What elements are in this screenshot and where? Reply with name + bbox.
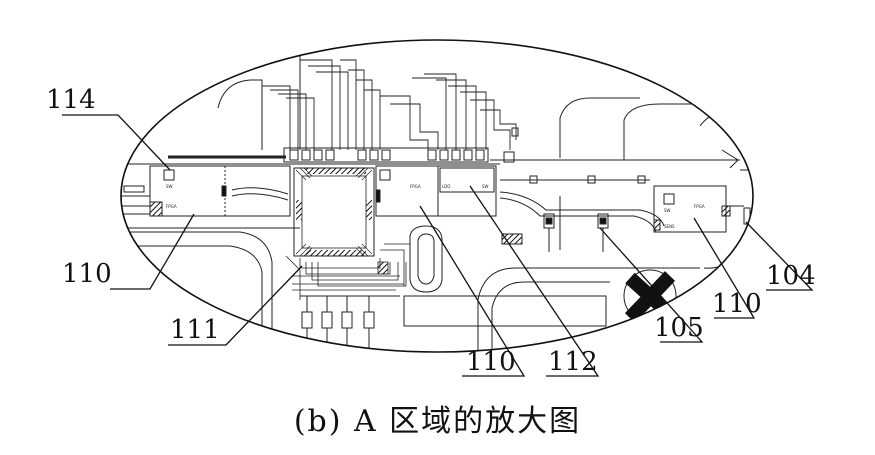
outline-top-left-lobe — [217, 79, 263, 150]
callout-110-left: 110 — [62, 259, 112, 289]
meander-traces — [285, 243, 410, 300]
left-edge-connector — [121, 185, 163, 217]
outline-left-rounded-block — [121, 231, 273, 352]
outline-right-rounded-block — [623, 103, 740, 160]
chip-label: FPGA — [166, 204, 177, 209]
right-module: SW FPGA SENS — [653, 185, 744, 233]
callout-105: 105 — [654, 313, 704, 343]
callout-104: 104 — [766, 261, 816, 291]
central-processor — [293, 167, 375, 257]
outline-right-circle — [699, 110, 753, 171]
chip-label: FPGA — [694, 204, 705, 209]
outline-bottom-panel — [403, 295, 607, 327]
callout-leaders — [62, 114, 814, 377]
callout-110-bottom: 110 — [466, 347, 516, 377]
right-components — [501, 196, 609, 252]
left-module: SW FPGA — [149, 165, 291, 217]
oval-loop-trace — [409, 225, 443, 293]
top-connector-row — [283, 127, 519, 163]
callout-112: 112 — [548, 347, 598, 377]
outline-bottom-right-step-inner — [491, 281, 610, 352]
chip-label: SW — [482, 184, 489, 189]
zoom-ellipse — [120, 39, 754, 353]
outline-right-bottom-curve — [703, 229, 753, 269]
chip-label: SW — [664, 208, 671, 213]
chip-label: LDO — [442, 184, 450, 189]
callout-111: 111 — [170, 315, 220, 345]
outline-top-right-lobe — [559, 97, 640, 158]
callout-110-right: 110 — [712, 289, 762, 319]
board-detail: SW FPGA — [121, 50, 753, 352]
middle-module: FPGA LDO SW — [375, 165, 497, 217]
top-routing-traces — [262, 59, 517, 150]
figure-caption: (b) A 区域的放大图 — [293, 404, 582, 439]
chip-label: FPGA — [410, 184, 421, 189]
chip-label: SW — [166, 184, 173, 189]
right-bus — [499, 175, 665, 233]
chip-label: SENS — [664, 224, 675, 229]
outline-left-inner — [130, 245, 263, 352]
callout-114: 114 — [46, 85, 96, 115]
